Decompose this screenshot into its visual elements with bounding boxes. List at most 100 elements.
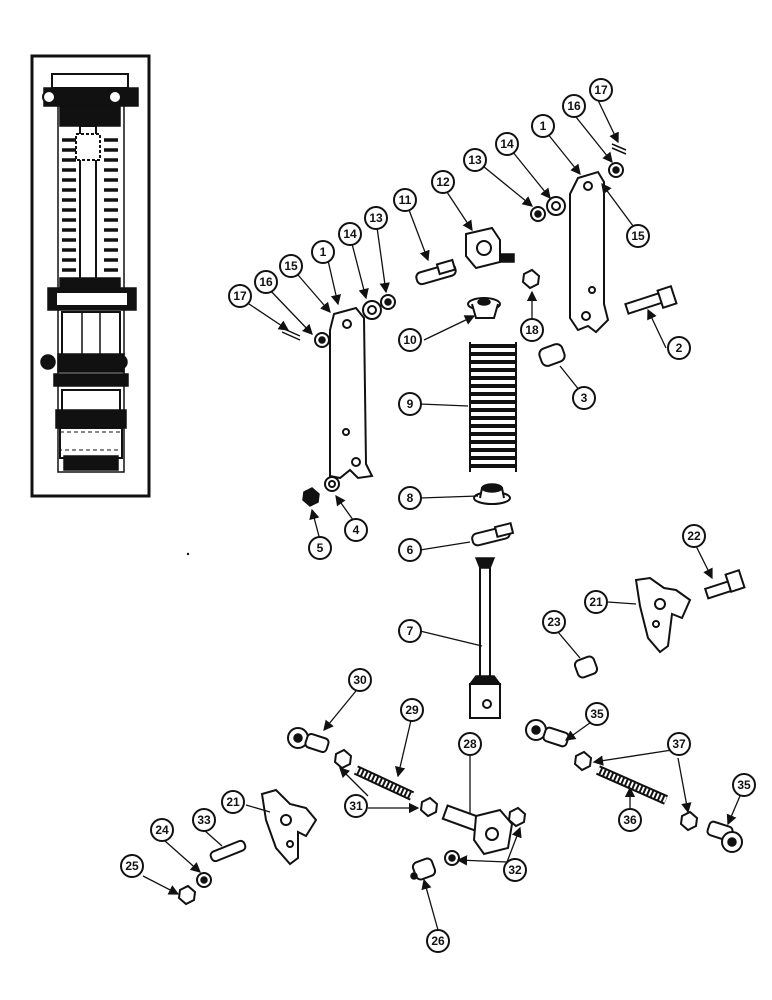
svg-text:30: 30 <box>353 673 367 687</box>
callout-11: 11 <box>393 188 417 212</box>
nut-32-right <box>507 806 527 828</box>
svg-text:6: 6 <box>407 543 414 557</box>
svg-text:21: 21 <box>226 795 240 809</box>
svg-text:3: 3 <box>581 391 588 405</box>
callout-14-left: 14 <box>338 222 362 246</box>
callout-9: 9 <box>398 392 422 416</box>
svg-text:25: 25 <box>125 859 139 873</box>
rod-clevis <box>468 557 502 719</box>
callout-31: 31 <box>344 794 368 818</box>
callout-24: 24 <box>150 818 174 842</box>
coil-spring <box>469 342 517 474</box>
callout-16-right: 16 <box>562 94 586 118</box>
callout-22: 22 <box>682 524 706 548</box>
spring-retainer-10 <box>467 297 501 319</box>
svg-text:35: 35 <box>590 707 604 721</box>
nut-31-lower <box>419 796 439 818</box>
svg-text:33: 33 <box>197 813 211 827</box>
rod-end-35-lower <box>706 820 743 853</box>
svg-text:13: 13 <box>468 153 482 167</box>
callout-6: 6 <box>398 538 422 562</box>
block-12 <box>465 226 515 270</box>
callout-8: 8 <box>398 486 422 510</box>
nut-37-upper <box>573 750 593 772</box>
callout-30: 30 <box>348 668 372 692</box>
nut-18 <box>521 268 541 290</box>
nut-25 <box>177 884 197 906</box>
svg-text:17: 17 <box>233 289 247 303</box>
svg-text:12: 12 <box>436 175 450 189</box>
nut-37-lower <box>679 810 699 832</box>
callout-15-right: 15 <box>626 224 650 248</box>
svg-text:8: 8 <box>407 491 414 505</box>
callout-18: 18 <box>520 318 544 342</box>
pin-26 <box>410 857 437 881</box>
callout-17-left: 17 <box>228 284 252 308</box>
callout-2: 2 <box>667 336 691 360</box>
sleeve <box>538 343 566 367</box>
svg-text:22: 22 <box>687 529 701 543</box>
callout-1-left: 1 <box>311 240 335 264</box>
callout-3: 3 <box>572 386 596 410</box>
callout-25: 25 <box>120 854 144 878</box>
pin-11 <box>415 258 457 286</box>
bracket-plate-right <box>569 170 610 334</box>
svg-text:14: 14 <box>343 227 357 241</box>
plate-21-upper <box>634 576 692 654</box>
leader-lines <box>142 95 741 931</box>
callout-16-left: 16 <box>254 270 278 294</box>
nut-31-upper <box>333 748 353 770</box>
plate-21-lower <box>260 788 318 866</box>
svg-text:15: 15 <box>631 229 645 243</box>
callout-28: 28 <box>458 732 482 756</box>
svg-text:18: 18 <box>525 323 539 337</box>
svg-text:17: 17 <box>594 83 608 97</box>
nut-5 <box>302 487 320 507</box>
callout-4: 4 <box>344 518 368 542</box>
callout-14-right: 14 <box>495 132 519 156</box>
svg-text:28: 28 <box>463 737 477 751</box>
svg-text:10: 10 <box>403 333 417 347</box>
svg-text:2: 2 <box>676 341 683 355</box>
callout-10: 10 <box>398 328 422 352</box>
svg-text:15: 15 <box>284 259 298 273</box>
callout-21-lower: 21 <box>221 790 245 814</box>
callout-15-left: 15 <box>279 254 303 278</box>
callout-35-upper: 35 <box>585 702 609 726</box>
callout-36: 36 <box>618 808 642 832</box>
callout-29: 29 <box>400 698 424 722</box>
svg-text:1: 1 <box>320 245 327 259</box>
svg-text:13: 13 <box>369 211 383 225</box>
callout-21-upper: 21 <box>584 590 608 614</box>
block-28 <box>441 804 514 856</box>
svg-text:29: 29 <box>405 703 419 717</box>
svg-text:7: 7 <box>407 624 414 638</box>
svg-text:31: 31 <box>349 799 363 813</box>
svg-text:26: 26 <box>431 934 445 948</box>
svg-text:4: 4 <box>353 523 360 537</box>
callout-7: 7 <box>398 619 422 643</box>
callout-32: 32 <box>503 858 527 882</box>
svg-text:5: 5 <box>317 541 324 555</box>
svg-text:9: 9 <box>407 397 414 411</box>
callout-1-right: 1 <box>531 114 555 138</box>
callout-23: 23 <box>542 610 566 634</box>
callout-37: 37 <box>667 732 691 756</box>
stray-mark <box>186 552 190 556</box>
inset-spring <box>62 138 118 272</box>
bolt <box>624 285 678 315</box>
pin-6 <box>471 522 515 547</box>
spring-seat-8 <box>473 483 511 505</box>
svg-text:11: 11 <box>399 193 412 207</box>
svg-text:16: 16 <box>567 99 581 113</box>
rod-end-35-upper <box>525 719 570 748</box>
svg-text:36: 36 <box>623 813 637 827</box>
bolt-22 <box>703 569 746 600</box>
assembly-inset <box>30 54 151 498</box>
callout-26: 26 <box>426 929 450 953</box>
svg-text:21: 21 <box>589 595 603 609</box>
svg-text:1: 1 <box>540 119 547 133</box>
svg-text:35: 35 <box>737 778 751 792</box>
rod-end-30 <box>287 727 330 754</box>
